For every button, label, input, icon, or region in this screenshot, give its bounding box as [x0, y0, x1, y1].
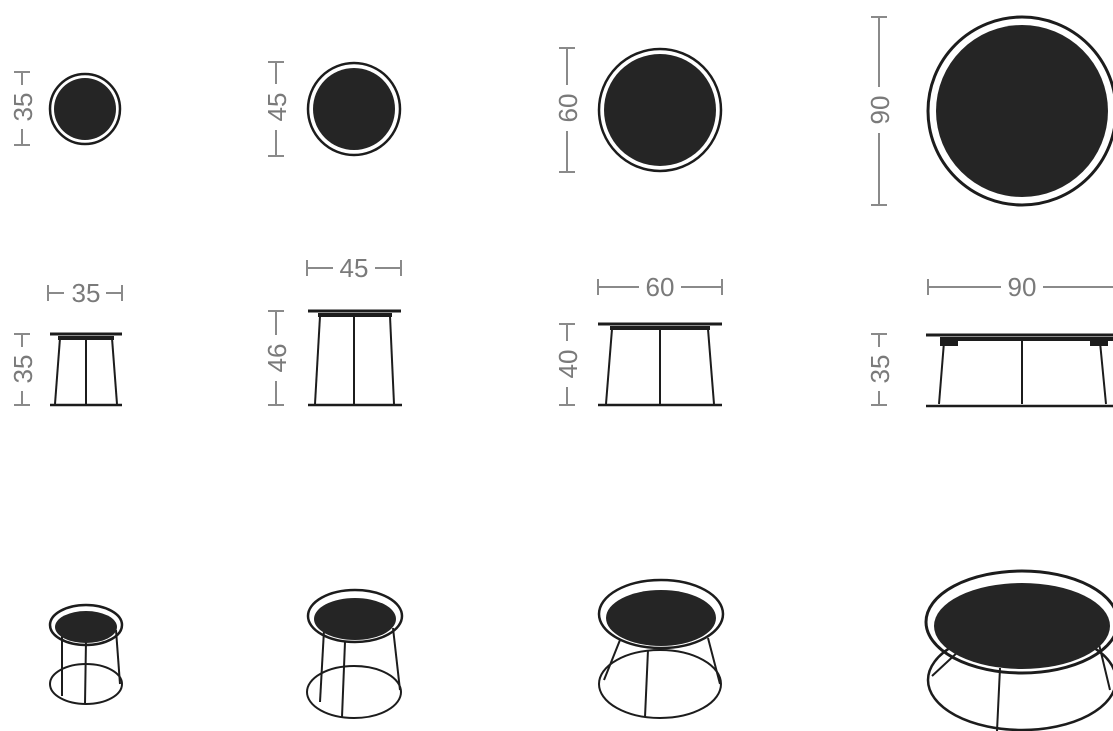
side-view-90: 90 35: [865, 272, 1113, 408]
height-dimension-35: 35: [8, 333, 38, 406]
perspective-view-60: [597, 578, 725, 719]
width-dimension-45: 45: [306, 253, 402, 283]
height-dimension-label-60: 40: [553, 350, 583, 379]
perspective-view-45: [306, 588, 404, 719]
perspective-view-35: [48, 603, 124, 705]
height-dimension-60: 40: [553, 323, 583, 406]
width-dimension-label-60: 60: [646, 272, 675, 302]
side-view-35: 35 35: [8, 278, 123, 407]
top-dimension-label-90: 90: [865, 96, 895, 125]
top-dimension-label-45: 45: [262, 93, 292, 122]
top-dimension-35: 35: [8, 71, 38, 146]
top-view-90: 90: [865, 15, 1113, 207]
side-view-60: 60 40: [553, 272, 723, 407]
top-dimension-label-35: 35: [8, 93, 38, 122]
width-dimension-label-35: 35: [72, 278, 101, 308]
top-dimension-45: 45: [262, 61, 292, 157]
top-view-45: 45: [262, 61, 402, 157]
width-dimension-90: 90: [927, 272, 1113, 302]
width-dimension-35: 35: [47, 278, 123, 308]
height-dimension-90: 35: [865, 333, 895, 406]
perspective-view-90: [924, 569, 1113, 731]
top-dimension-label-60: 60: [553, 94, 583, 123]
height-dimension-label-90: 35: [865, 355, 895, 384]
height-dimension-45: 46: [262, 310, 292, 406]
top-view-60: 60: [553, 47, 723, 173]
top-dimension-60: 60: [553, 47, 583, 173]
height-dimension-label-45: 46: [262, 344, 292, 373]
width-dimension-label-90: 90: [1008, 272, 1037, 302]
width-dimension-60: 60: [597, 272, 723, 302]
side-view-45: 45 46: [262, 253, 402, 407]
top-dimension-90: 90: [865, 16, 895, 206]
height-dimension-label-35: 35: [8, 355, 38, 384]
width-dimension-label-45: 45: [340, 253, 369, 283]
top-view-35: 35: [8, 71, 122, 146]
